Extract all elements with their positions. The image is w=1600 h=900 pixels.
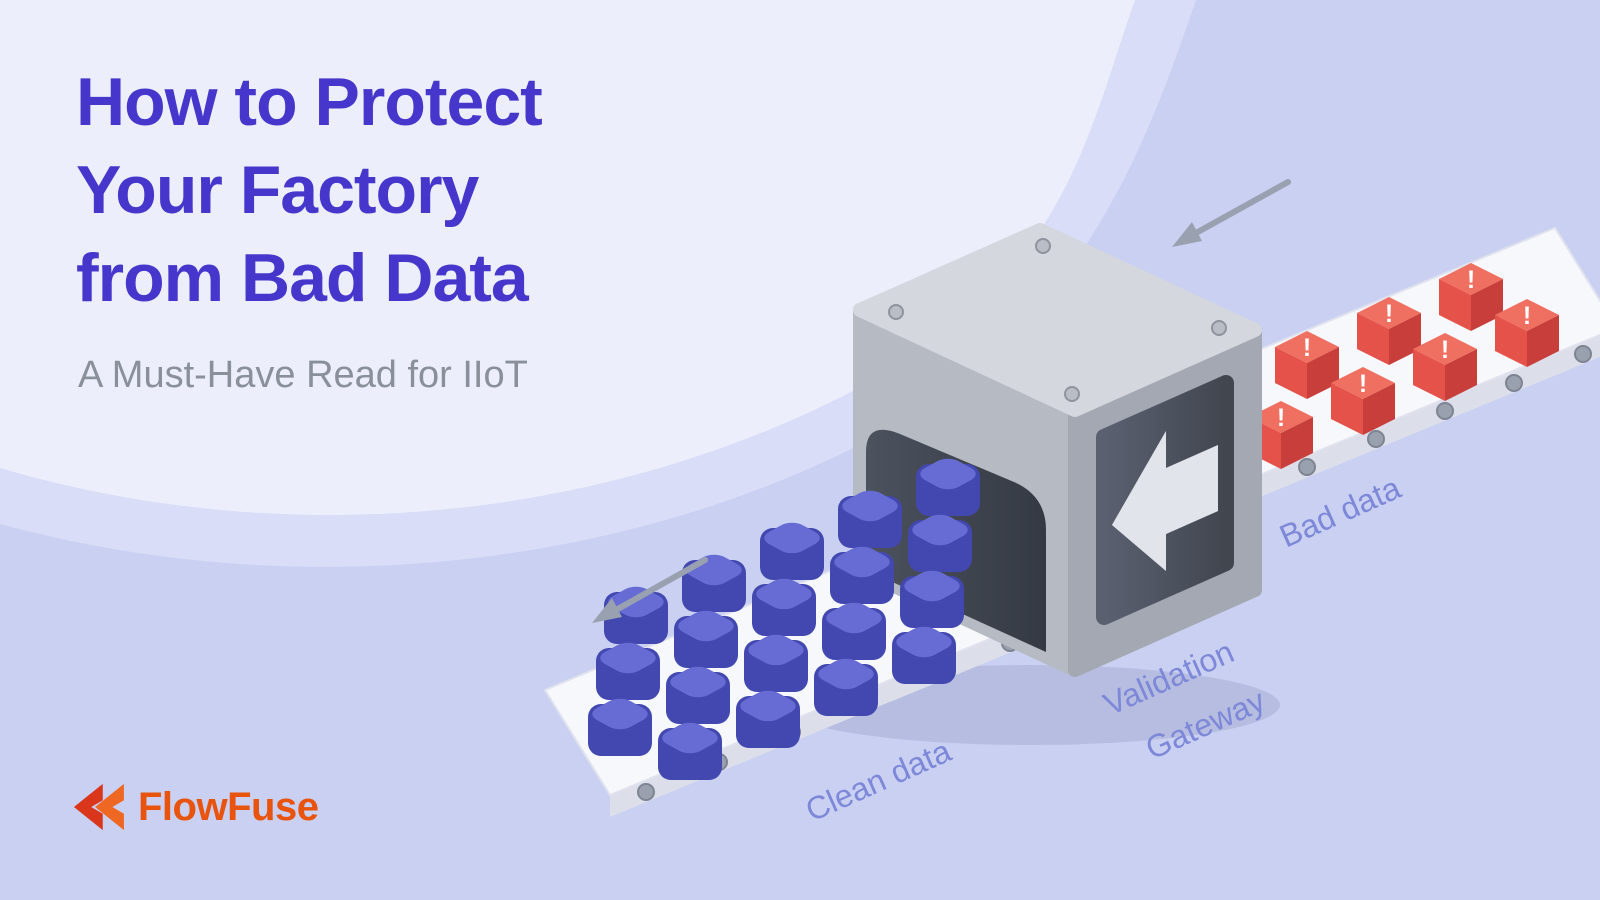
title-line-3: from Bad Data [76,240,529,316]
page-subtitle: A Must-Have Read for IIoT [78,354,528,396]
flow-arrow-icon [1112,431,1218,571]
page-title: How to Protect Your Factory from Bad Dat… [76,58,543,322]
title-line-1: How to Protect [76,64,543,140]
title-line-2: Your Factory [76,152,479,228]
gateway-screws [888,238,1227,402]
outgoing-direction-arrow-icon [592,557,708,623]
flowfuse-wordmark: FlowFuse [138,784,319,829]
incoming-direction-arrow-icon [1172,179,1291,247]
flowfuse-logo-icon [73,783,124,831]
flowfuse-logo: FlowFuse [70,782,319,832]
